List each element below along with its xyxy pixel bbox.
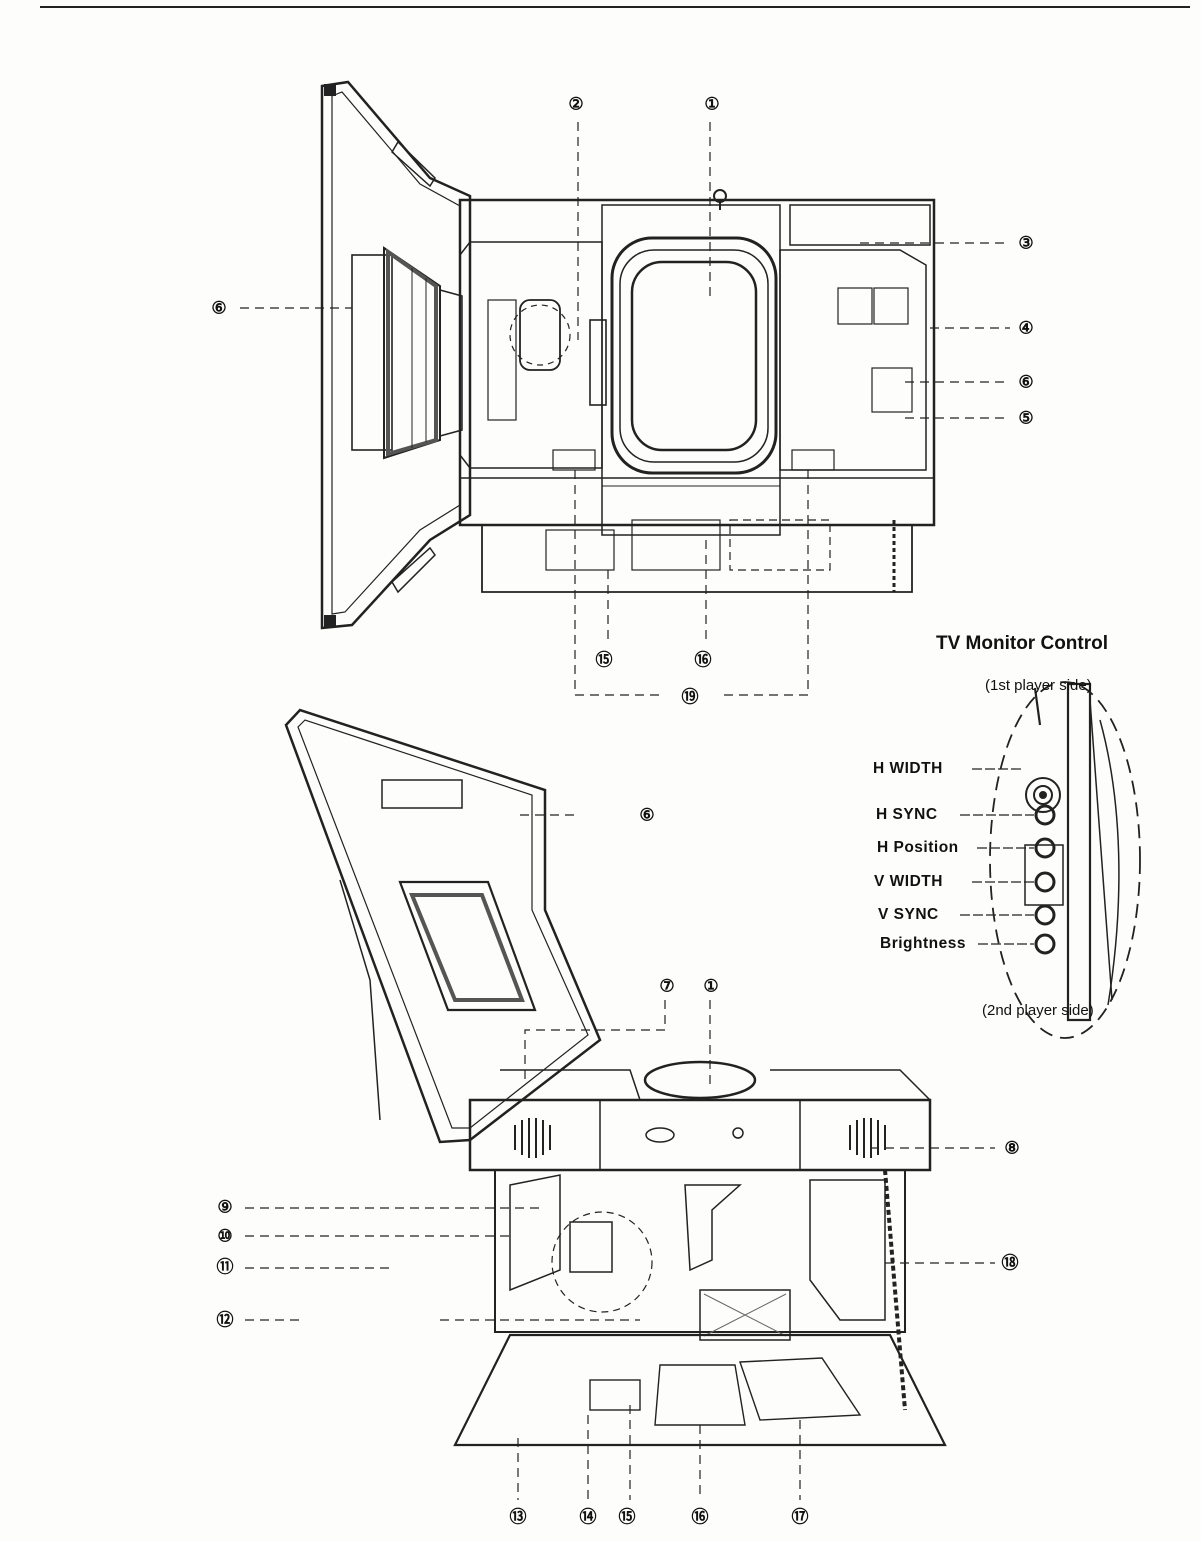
chain [883,1169,907,1411]
crt-tube-top [610,236,778,475]
callout-14: ⑭ [579,1507,597,1527]
callout-7: ⑦ [659,976,675,996]
callout-18: ⑱ [1001,1253,1019,1273]
open-cabinet-diagram [245,708,995,1500]
callout-15-top: ⑮ [595,650,613,670]
control-label-h-position: H Position [877,839,959,856]
callout-11: ⑪ [216,1257,234,1277]
callout-6-lid: ⑥ [639,805,655,825]
crt-tube-opening [643,1060,757,1100]
callout-5: ⑤ [1018,408,1034,428]
control-label-brightness: Brightness [880,935,966,952]
page-top-rule [40,6,1190,8]
control-label-h-sync: H SYNC [876,806,938,823]
first-player-side-note: (1st player side) [985,677,1092,694]
door-monitor-frame [351,254,393,451]
cabinet-top-frame [458,198,936,527]
callout-17: ⑰ [791,1507,809,1527]
cabinet-base-panel [453,1333,947,1447]
callout-2-top: ② [568,94,584,114]
callout-3: ③ [1018,233,1034,253]
callout-1-bottom: ① [703,976,719,996]
cabinet-upper-housing [468,1098,932,1172]
callout-8: ⑧ [1004,1138,1020,1158]
callout-16-bottom: ⑯ [691,1507,709,1527]
callout-9: ⑨ [217,1197,233,1217]
callout-6-left: ⑥ [211,298,227,318]
tv-control-inset [960,681,1141,1039]
control-knobs [1025,777,1061,955]
open-side-door [320,80,472,630]
callout-19: ⑲ [681,687,699,707]
top-view-diagram [240,80,1010,696]
callout-13: ⑬ [509,1507,527,1527]
second-player-side-note: (2nd player side) [982,1002,1094,1019]
control-label-v-sync: V SYNC [878,906,939,923]
callout-15-bottom: ⑮ [618,1507,636,1527]
raised-lid [284,708,602,1144]
control-label-h-width: H WIDTH [873,760,943,777]
cabinet-top-base [481,524,913,593]
callout-4: ④ [1018,318,1034,338]
callout-1-top: ① [704,94,720,114]
callout-6-right: ⑥ [1018,372,1034,392]
callout-16-top: ⑯ [694,650,712,670]
tv-monitor-control-title: TV Monitor Control [936,633,1109,654]
callout-10: ⑩ [217,1226,233,1246]
control-label-v-width: V WIDTH [874,873,943,890]
callout-12: ⑫ [216,1310,234,1330]
